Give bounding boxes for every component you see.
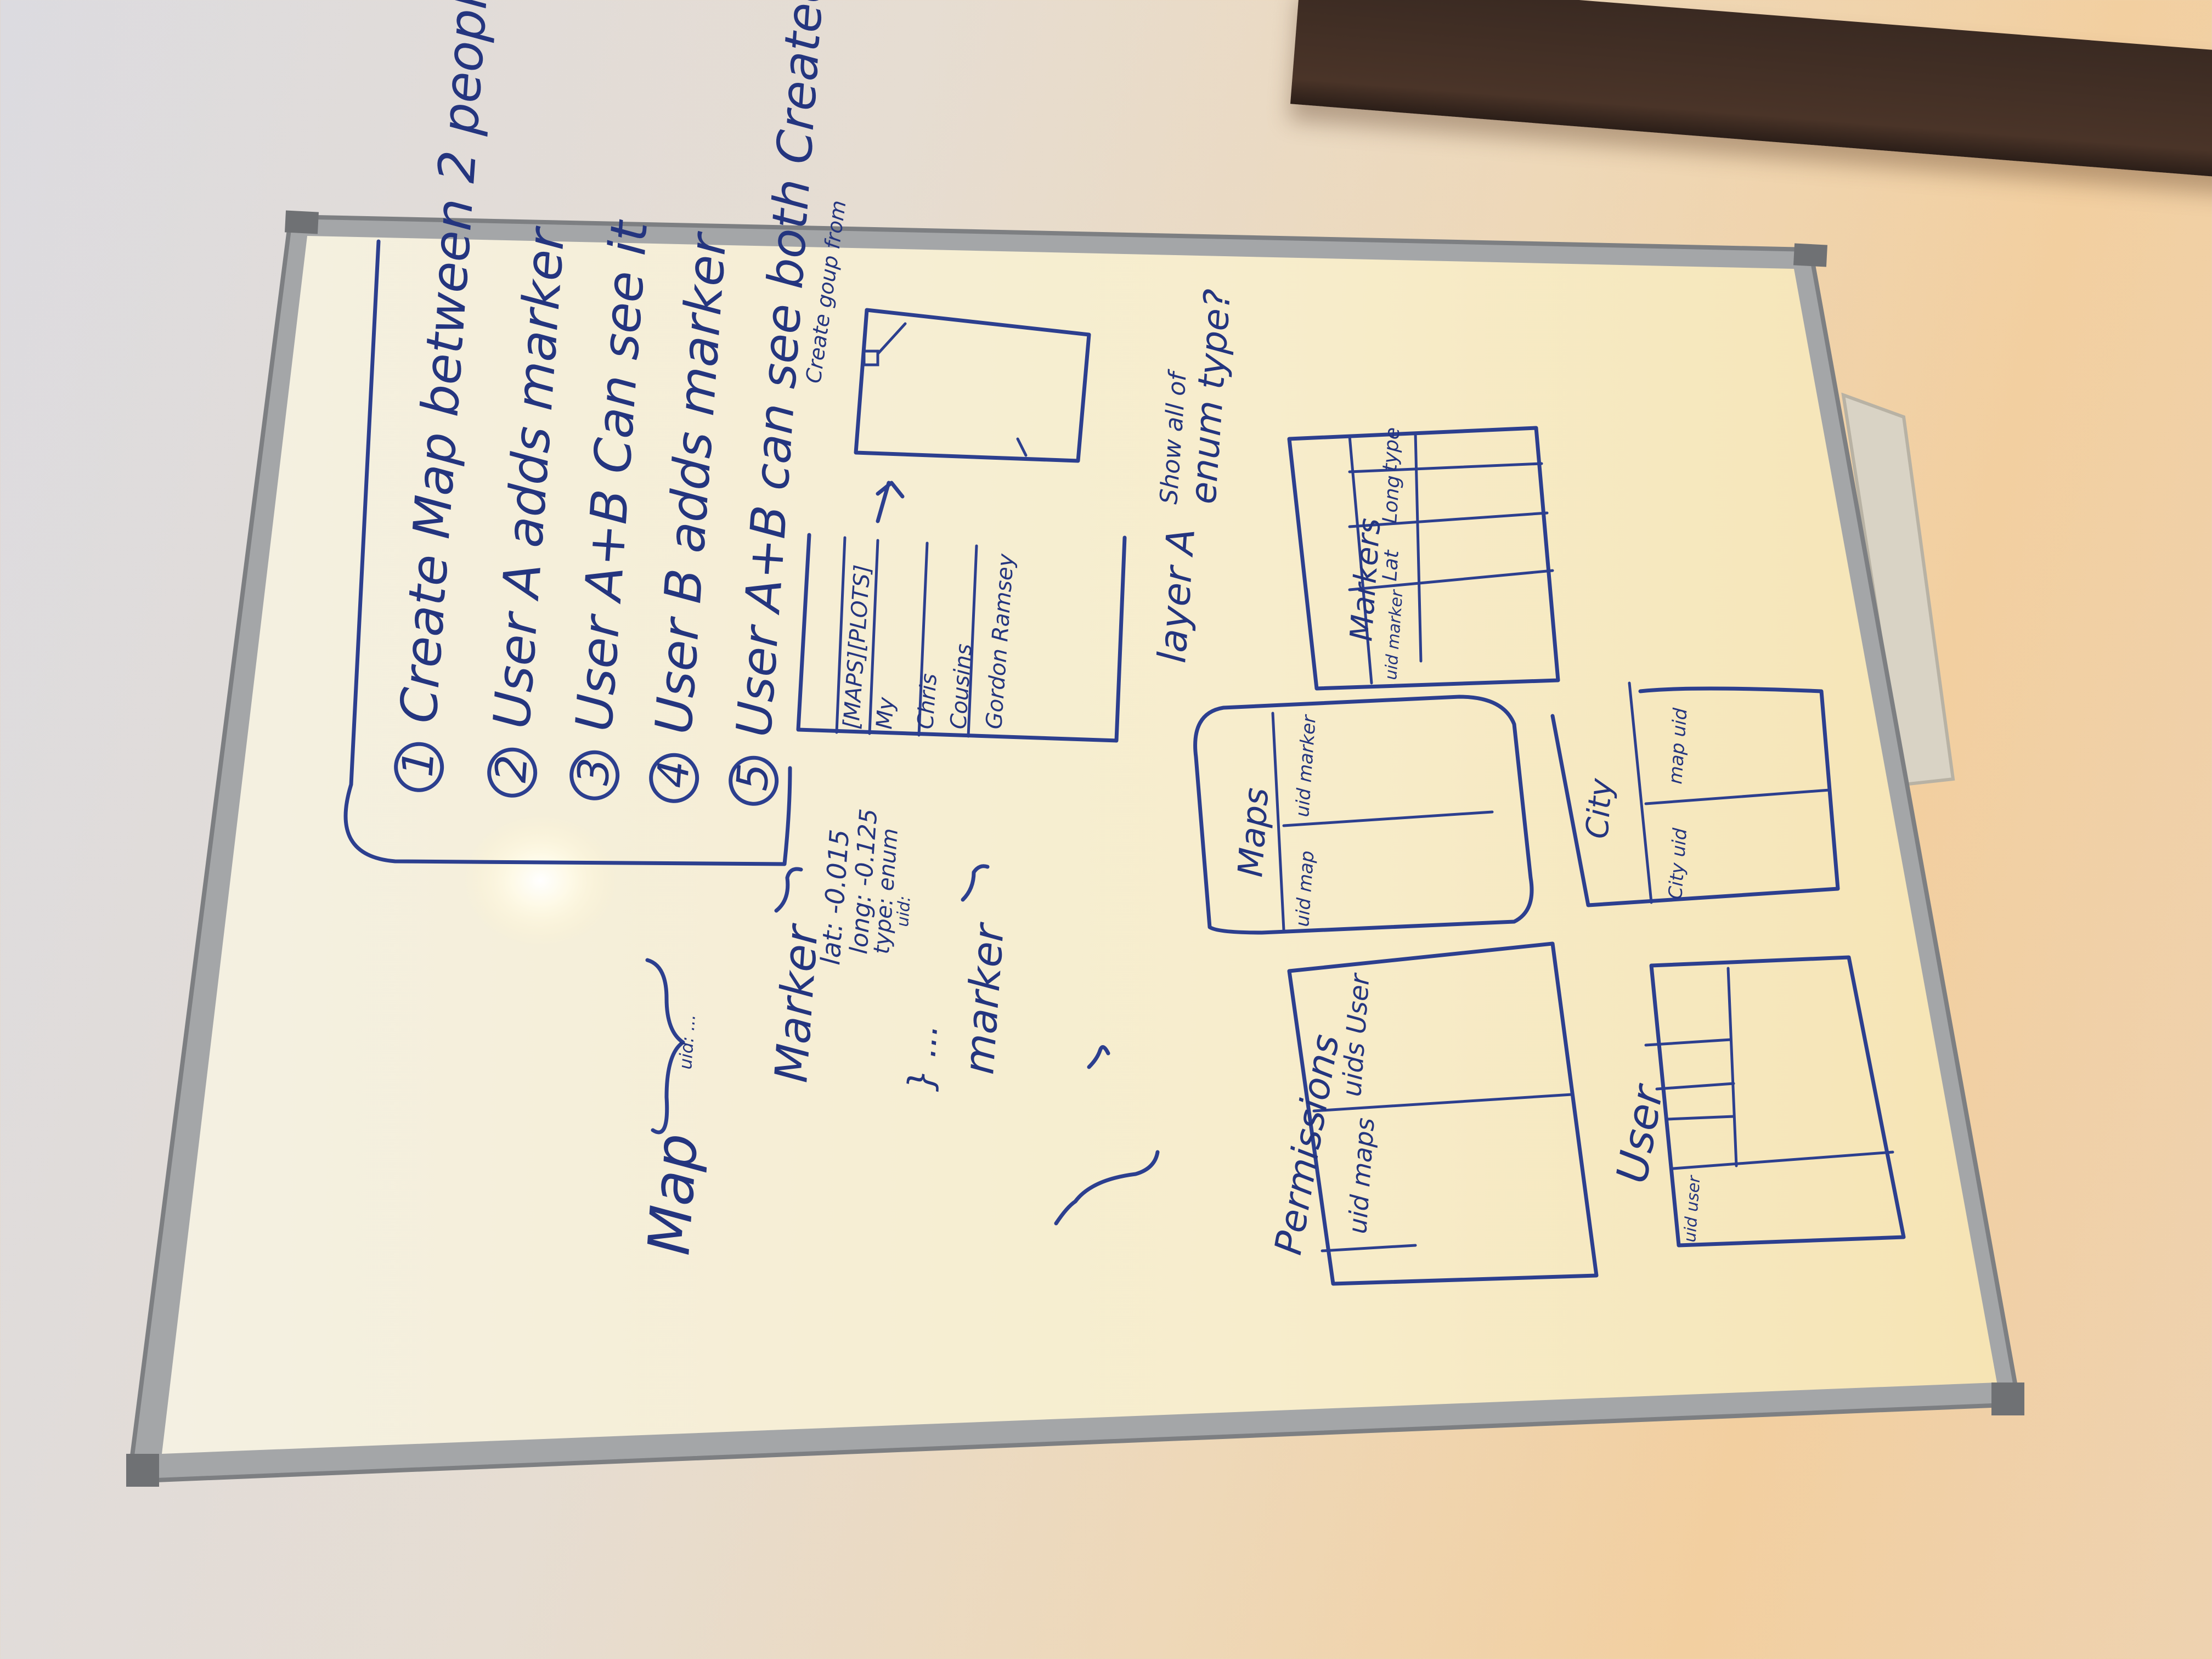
- step-3-number: 3: [569, 756, 620, 787]
- map-sketch: [854, 308, 1091, 463]
- markers-col-2: Lat: [1379, 549, 1403, 582]
- city-title: City: [1579, 777, 1620, 840]
- maps-table: Maps uid map uid marker: [1193, 695, 1534, 935]
- city-col-1: City uid: [1664, 827, 1691, 900]
- user-col-1: uid user: [1680, 1174, 1704, 1243]
- maps-title: Maps: [1230, 786, 1276, 878]
- city-col-2: map uid: [1664, 707, 1692, 785]
- markers-col-3: Long: [1379, 475, 1404, 524]
- uid-label: uid: ...: [675, 1013, 699, 1070]
- frame-corner-bl: [126, 1454, 159, 1487]
- uid-value: uid:: [893, 895, 915, 928]
- map-label: Map: [635, 1131, 710, 1257]
- steps-box: [343, 239, 792, 866]
- menu-item-1: My: [872, 696, 899, 730]
- step-2-number: 2: [487, 753, 538, 784]
- markers-col-4: type: [1379, 427, 1404, 472]
- arrow-to-map: [876, 481, 905, 523]
- light-glare: [464, 815, 617, 946]
- whiteboard-surface: [162, 236, 1997, 1454]
- city-table: City City uid map uid: [1550, 681, 1840, 907]
- map-structure: Map uid: ... Marker lat: -0.015 long: -0…: [635, 808, 1160, 1257]
- marker-label-2: marker: [954, 920, 1013, 1076]
- frame-corner-tl: [284, 210, 319, 234]
- menu-item-2: Chris: [913, 673, 942, 730]
- frame-corner-br: [1991, 1383, 2024, 1415]
- step-4-number: 4: [648, 759, 699, 789]
- maps-col-1: uid map: [1291, 850, 1319, 927]
- marker-label: Marker: [765, 922, 828, 1085]
- layer-label: layer A: [1149, 527, 1204, 664]
- markers-title: Markers: [1344, 517, 1388, 642]
- step-5-number: 5: [728, 761, 779, 792]
- step-1-number: 1: [393, 748, 444, 778]
- frame-corner-tr: [1793, 243, 1828, 267]
- user-table: User uid user: [1607, 955, 1906, 1248]
- menu-item-3: Cousins: [946, 643, 977, 730]
- ellipsis-line: } ...: [901, 1023, 946, 1092]
